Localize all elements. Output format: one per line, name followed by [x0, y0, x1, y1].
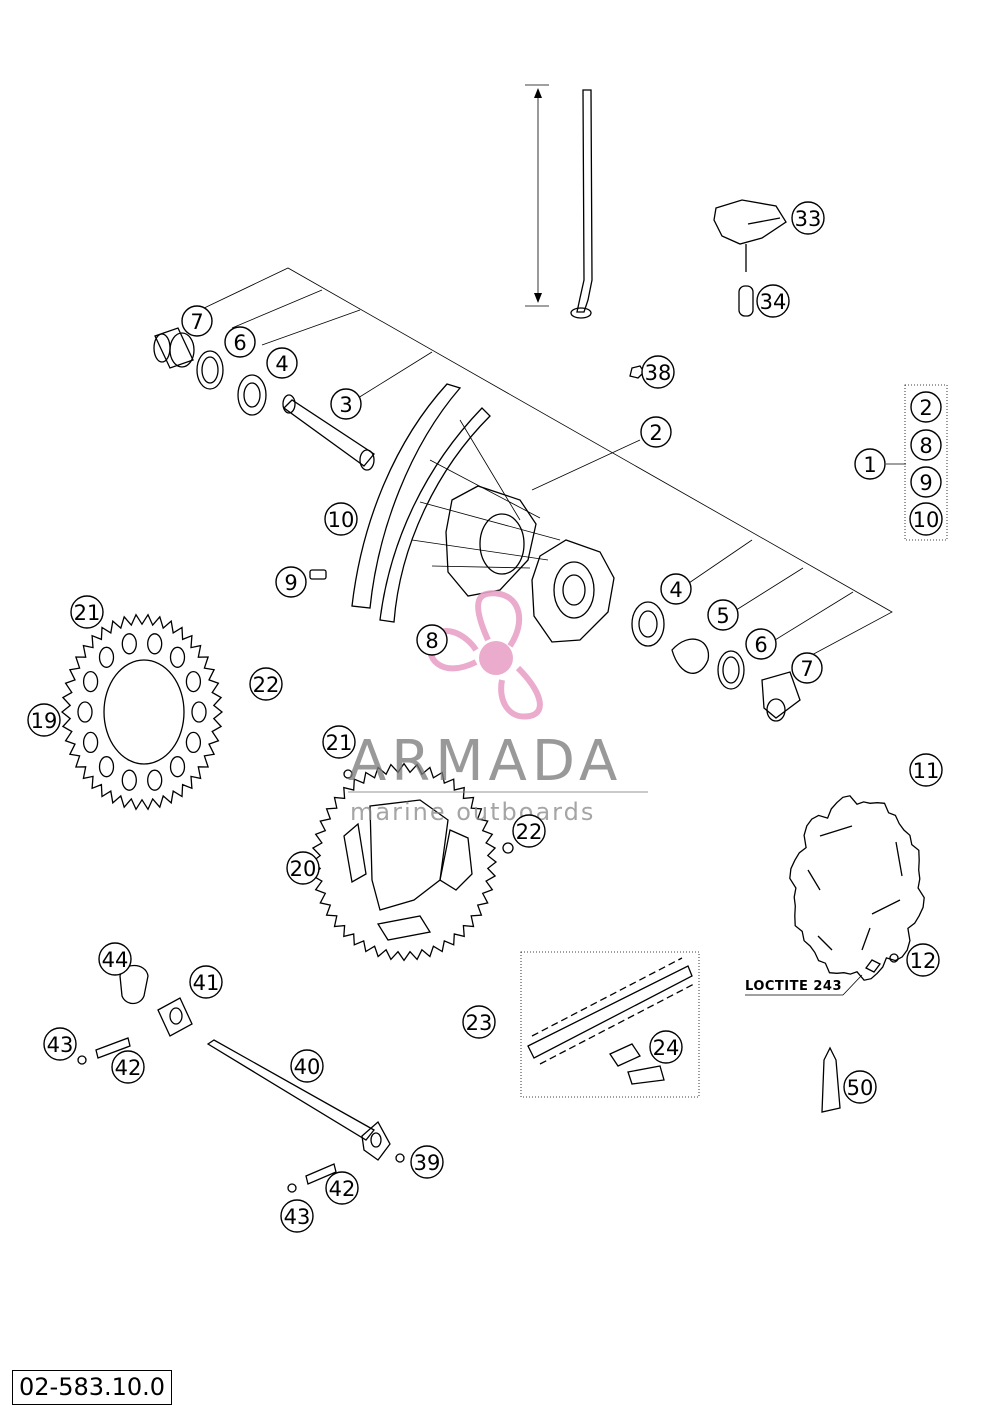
callout-8: 8: [910, 429, 942, 461]
valve-parts: [713, 199, 787, 317]
callout-34: 34: [756, 284, 790, 318]
wheel-rim-hub: [351, 383, 665, 647]
callout-43: 43: [43, 1027, 77, 1061]
callout-22: 22: [512, 814, 546, 848]
callout-12: 12: [906, 943, 940, 977]
callout-number: 8: [425, 629, 438, 653]
callout-19: 19: [27, 703, 61, 737]
callout-33: 33: [791, 201, 825, 235]
callout-number: 20: [290, 857, 317, 881]
callout-number: 39: [414, 1151, 441, 1175]
callout-number: 4: [275, 352, 288, 376]
callout-2: 2: [640, 416, 672, 448]
callout-number: 6: [754, 633, 767, 657]
callout-number: 9: [284, 571, 297, 595]
callout-10: 10: [324, 502, 358, 536]
right-axle-components: [671, 638, 801, 722]
callout-number: 3: [339, 393, 352, 417]
callout-number: 21: [326, 731, 353, 755]
callout-4: 4: [266, 347, 298, 379]
callout-38: 38: [641, 355, 675, 389]
callout-24: 24: [649, 1030, 683, 1064]
callout-7: 7: [791, 652, 823, 684]
loctite-note: LOCTITE 243: [745, 974, 863, 996]
callout-number: 7: [800, 657, 813, 681]
small-fasteners: [309, 365, 645, 580]
watermark-name: ARMADA: [348, 729, 622, 794]
callout-4: 4: [660, 573, 692, 605]
callout-number: 19: [31, 709, 58, 733]
callout-number: 6: [233, 331, 246, 355]
callout-number: 38: [645, 361, 672, 385]
callout-number: 50: [847, 1076, 874, 1100]
spoke-drawing: [525, 84, 593, 319]
callout-number: 23: [466, 1011, 493, 1035]
callout-number: 44: [102, 948, 129, 972]
assembly-lines: [199, 267, 893, 665]
callout-42: 42: [111, 1050, 145, 1084]
callout-number: 42: [115, 1056, 142, 1080]
callout-number: 5: [716, 604, 729, 628]
callout-number: 21: [74, 601, 101, 625]
callout-number: 22: [253, 673, 280, 697]
callout-21: 21: [322, 725, 356, 759]
callout-7: 7: [181, 305, 213, 337]
callout-42: 42: [325, 1171, 359, 1205]
callout-number: 2: [649, 421, 662, 445]
callout-9: 9: [275, 566, 307, 598]
callout-number: 7: [190, 310, 203, 334]
callout-number: 11: [913, 759, 940, 783]
callout-number: 9: [919, 471, 932, 495]
callout-number: 24: [653, 1036, 680, 1060]
callout-40: 40: [290, 1049, 324, 1083]
callout-20: 20: [286, 851, 320, 885]
callout-39: 39: [410, 1145, 444, 1179]
kit-box: [904, 384, 948, 541]
callout-number: 10: [913, 508, 940, 532]
callout-6: 6: [224, 326, 256, 358]
brake-disc-11: [789, 795, 925, 981]
callout-5: 5: [707, 599, 739, 631]
callouts: 7643238333412891010984567212219212220111…: [27, 201, 943, 1233]
grease-tube: [821, 1046, 841, 1113]
callout-11: 11: [909, 753, 943, 787]
callout-6: 6: [745, 628, 777, 660]
propeller-logo-icon: [427, 590, 543, 720]
callout-3: 3: [330, 388, 362, 420]
left-axle-components: [153, 327, 375, 471]
callout-21: 21: [70, 595, 104, 629]
callout-number: 8: [919, 434, 932, 458]
callout-number: 22: [516, 820, 543, 844]
callout-44: 44: [98, 942, 132, 976]
callout-number: 10: [328, 508, 355, 532]
callout-1: 1: [854, 448, 886, 480]
callout-22: 22: [249, 667, 283, 701]
drawing-code: 02-583.10.0: [12, 1370, 173, 1405]
callout-2: 2: [910, 391, 942, 423]
sprocket-19: [60, 613, 224, 811]
callout-50: 50: [843, 1070, 877, 1104]
callout-43: 43: [280, 1199, 314, 1233]
callout-8: 8: [416, 624, 448, 656]
callout-number: 4: [669, 578, 682, 602]
callout-41: 41: [189, 965, 223, 999]
callout-number: 43: [47, 1033, 74, 1057]
watermark: ARMADA marine outboards: [348, 590, 648, 826]
callout-number: 12: [910, 949, 937, 973]
callout-number: 33: [795, 207, 822, 231]
callout-number: 43: [284, 1205, 311, 1229]
callout-number: 40: [294, 1055, 321, 1079]
callout-number: 2: [919, 396, 932, 420]
watermark-tagline: marine outboards: [350, 798, 595, 826]
callout-9: 9: [910, 466, 942, 498]
callout-number: 41: [193, 971, 220, 995]
callout-number: 1: [863, 453, 876, 477]
callout-10: 10: [909, 502, 943, 536]
loctite-label: LOCTITE 243: [745, 979, 842, 994]
chain-assembly: [520, 951, 700, 1098]
callout-number: 34: [760, 290, 787, 314]
callout-23: 23: [462, 1005, 496, 1039]
callout-number: 42: [329, 1177, 356, 1201]
